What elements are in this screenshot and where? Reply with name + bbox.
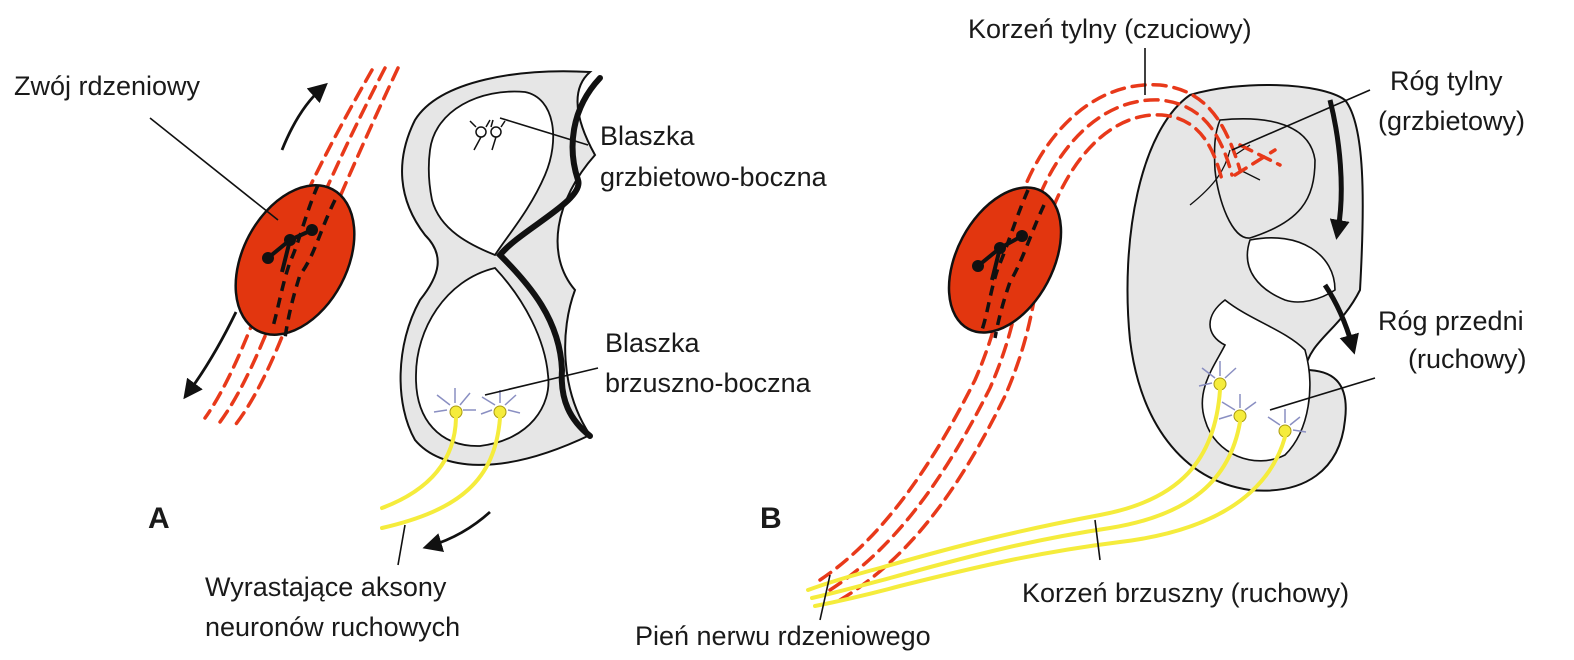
- dorsolateral-plate-label-1: Blaszka: [600, 121, 696, 151]
- dorsal-root-label: Korzeń tylny (czuciowy): [968, 14, 1252, 44]
- growing-axons-label-2: neuronów ruchowych: [205, 612, 460, 642]
- panel-a-letter: A: [148, 502, 170, 535]
- ventral-horn-label-2: (ruchowy): [1408, 344, 1527, 374]
- panel-b-spinal-ganglion: [926, 169, 1084, 352]
- dorsal-horn-label-1: Róg tylny: [1390, 66, 1503, 96]
- panel-a-spinal-cord: [401, 71, 600, 465]
- panel-b: Korzeń tylny (czuciowy) Róg tylny (grzbi…: [635, 14, 1527, 651]
- ventrolateral-plate-label-1: Blaszka: [605, 328, 701, 358]
- ventral-horn-label-1: Róg przedni: [1378, 306, 1524, 336]
- panel-a-arrow-axon: [430, 512, 490, 546]
- ventrolateral-plate-label-2: brzuszno-boczna: [605, 368, 812, 398]
- spinal-ganglion-label: Zwój rdzeniowy: [14, 71, 201, 101]
- panel-a-arrow-up: [282, 88, 322, 150]
- ventral-root-label: Korzeń brzuszny (ruchowy): [1022, 578, 1349, 608]
- dorsolateral-plate-label-2: grzbietowo-boczna: [600, 162, 828, 192]
- nerve-trunk-label: Pień nerwu rdzeniowego: [635, 621, 931, 651]
- dorsal-horn-label-2: (grzbietowy): [1378, 106, 1525, 136]
- panel-a: Zwój rdzeniowy Blaszka grzbietowo-boczna…: [14, 68, 828, 642]
- panel-a-spinal-ganglion: [212, 165, 379, 355]
- growing-axons-label-1: Wyrastające aksony: [205, 572, 447, 602]
- panel-b-letter: B: [760, 502, 782, 535]
